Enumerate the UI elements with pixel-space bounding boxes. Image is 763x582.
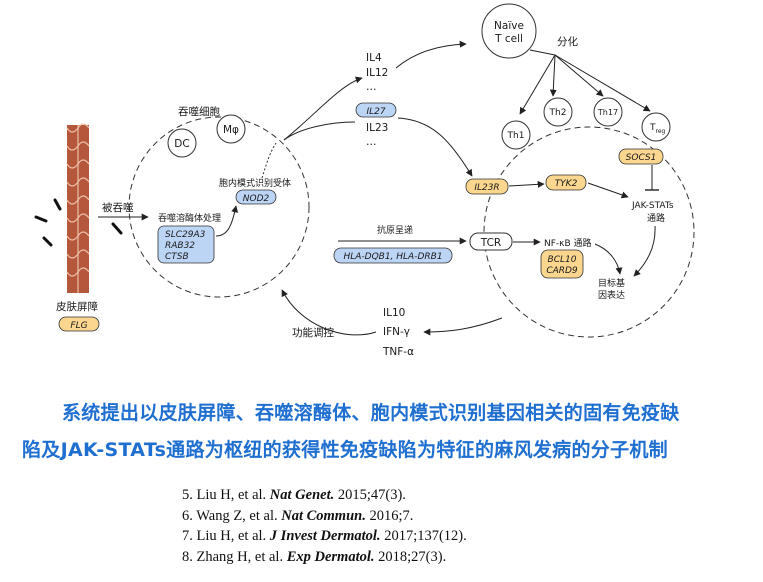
phagocyte-cell <box>128 116 310 298</box>
nfkb-label: NF-κB 通路 <box>544 237 592 249</box>
naive-line2: T cell <box>494 33 523 45</box>
reference-item: 7. Liu H, et al. J Invest Dermatol. 2017… <box>182 528 467 544</box>
lysosome-genes-box <box>157 225 215 264</box>
cytokine-ifn-gamma: IFN-γ <box>383 326 410 338</box>
nod2-gene: NOD2 <box>243 194 270 204</box>
bcl10-genes-box <box>540 249 584 279</box>
th17-cell <box>593 97 623 127</box>
tyk2-gene-box <box>545 174 587 191</box>
phagocyte-title: 吞噬细胞 <box>178 105 220 118</box>
socs1-gene-box <box>618 148 664 165</box>
ctsb-gene: CTSB <box>165 252 189 262</box>
hla-genes: HLA-DQB1, HLA-DRB1 <box>343 252 442 262</box>
phagocytosis-label: 被吞噬 <box>102 201 134 214</box>
reference-item: 6. Wang Z, et al. Nat Commun. 2016;7. <box>182 507 414 524</box>
jak-stat-line2: 通路 <box>647 212 665 224</box>
card9-gene: CARD9 <box>546 266 578 276</box>
target-line2: 因表达 <box>598 289 625 301</box>
slc29a3-gene: SLC29A3 <box>165 230 206 240</box>
il23r-gene-box <box>465 178 509 195</box>
hla-genes-box <box>333 247 453 264</box>
dc-label: DC <box>174 138 189 150</box>
treg-label: T <box>649 123 656 133</box>
tcr-label: TCR <box>480 237 501 249</box>
nod2-gene-box <box>235 189 277 205</box>
macrophage-label: Mφ <box>223 124 239 136</box>
cytokine-il10: IL10 <box>383 307 405 319</box>
th2-label: Th2 <box>549 108 567 118</box>
cytokine-ellipsis-mid: … <box>366 136 377 148</box>
reference-list: 5. Liu H, et al. Nat Genet. 2015;47(3). … <box>182 485 467 567</box>
receptor-label: 胞内模式识别受体 <box>219 177 291 189</box>
cytokine-il23: IL23 <box>366 122 388 134</box>
th1-label: Th1 <box>507 131 525 141</box>
differentiation-label: 分化 <box>557 35 578 48</box>
cytokine-ellipsis-top: … <box>366 81 377 93</box>
naive-t-cell <box>481 3 537 59</box>
skin-barrier-label: 皮肤屏障 <box>56 300 98 313</box>
bcl10-gene: BCL10 <box>548 255 577 265</box>
socs1-gene: SOCS1 <box>626 153 657 163</box>
leprosy-mechanism-diagram: 被吞噬 皮肤屏障 FLG 吞噬细胞 DC Mφ 吞噬溶酶体处理 SLC29A3 … <box>34 3 695 358</box>
il27-gene-box <box>355 102 397 118</box>
cytokine-tnf-alpha: TNF-α <box>382 346 414 358</box>
th2-cell <box>543 97 573 127</box>
il27-gene: IL27 <box>366 107 385 117</box>
naive-line1: Naïve <box>494 20 524 32</box>
cytokine-il12: IL12 <box>366 67 388 79</box>
th17-label: Th17 <box>597 108 618 117</box>
flg-gene: FLG <box>70 321 87 331</box>
antigen-label: 抗原呈递 <box>377 224 413 236</box>
il23r-gene: IL23R <box>474 183 499 193</box>
reference-item: 8. Zhang H, et al. Exp Dermatol. 2018;27… <box>182 548 447 565</box>
lysosome-label: 吞噬溶酶体处理 <box>158 212 221 224</box>
caption-line-1: 系统提出以皮肤屏障、吞噬溶酶体、胞内模式识别基因相关的固有免疫缺 <box>62 402 680 424</box>
journal-name: Nat Genet. <box>269 487 335 503</box>
regulation-label: 功能调控 <box>292 326 334 339</box>
macrophage-cell <box>216 114 246 144</box>
rab32-gene: RAB32 <box>165 241 195 251</box>
t-cell <box>483 126 695 338</box>
th1-cell <box>501 120 531 150</box>
treg-subscript: reg <box>656 128 666 135</box>
dc-cell <box>167 128 197 158</box>
journal-name: Nat Commun. <box>281 507 366 524</box>
reference-item: 5. Liu H, et al. Nat Genet. 2015;47(3). <box>182 487 406 503</box>
tcr-box <box>469 232 513 251</box>
flg-gene-box <box>58 316 100 332</box>
target-line1: 目标基 <box>598 277 625 289</box>
skin-barrier <box>66 123 90 293</box>
tyk2-gene: TYK2 <box>555 179 578 189</box>
bacteria <box>34 198 123 247</box>
jak-stat-line1: JAK-STATs <box>631 201 674 211</box>
treg-cell <box>641 112 671 142</box>
svg-text:Treg: Treg <box>649 123 666 135</box>
journal-name: Exp Dermatol. <box>286 548 375 565</box>
journal-name: J Invest Dermatol. <box>269 528 381 544</box>
caption-line-2: 陷及JAK-STATs通路为枢纽的获得性免疫缺陷为特征的麻风发病的分子机制 <box>22 439 668 461</box>
cytokine-il4: IL4 <box>366 52 382 64</box>
